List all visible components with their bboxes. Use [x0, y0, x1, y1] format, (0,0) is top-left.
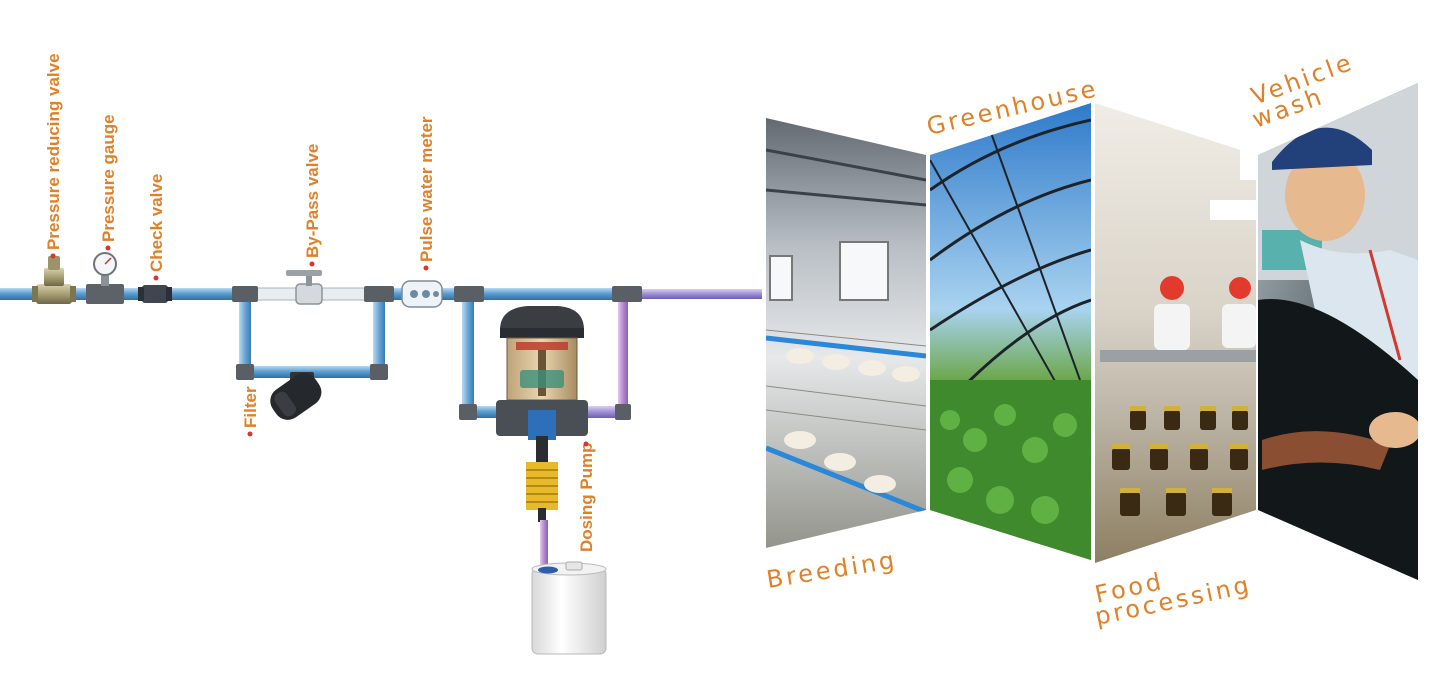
label-check-valve: Check valve — [147, 174, 166, 272]
filter-icon — [270, 372, 322, 420]
application-panel-food-processing — [1095, 103, 1256, 563]
label-filter: Filter — [241, 386, 260, 428]
pressure-gauge-icon — [86, 252, 124, 304]
component-labels: Pressure reducing valve Pressure gauge C… — [44, 53, 596, 552]
application-panel-greenhouse — [930, 103, 1091, 560]
label-pressure-reducing-valve: Pressure reducing valve — [44, 53, 63, 250]
dosing-pump-icon — [496, 306, 588, 574]
pressure-reducing-valve-icon — [32, 256, 76, 304]
pulse-water-meter-icon — [401, 280, 443, 308]
chemical-tank-icon — [531, 561, 607, 655]
application-panel-vehicle-wash — [1258, 83, 1418, 580]
application-panel-breeding — [766, 118, 926, 548]
label-breeding: Breeding — [765, 546, 899, 594]
label-dosing-pump: Dosing Pump — [577, 442, 596, 552]
label-pressure-gauge: Pressure gauge — [99, 114, 118, 242]
label-bypass-valve: By-Pass valve — [303, 144, 322, 258]
label-pulse-water-meter: Pulse water meter — [417, 116, 436, 262]
bypass-valve-icon — [286, 270, 323, 305]
main-pipeline — [0, 286, 762, 420]
check-valve-icon — [138, 285, 172, 303]
